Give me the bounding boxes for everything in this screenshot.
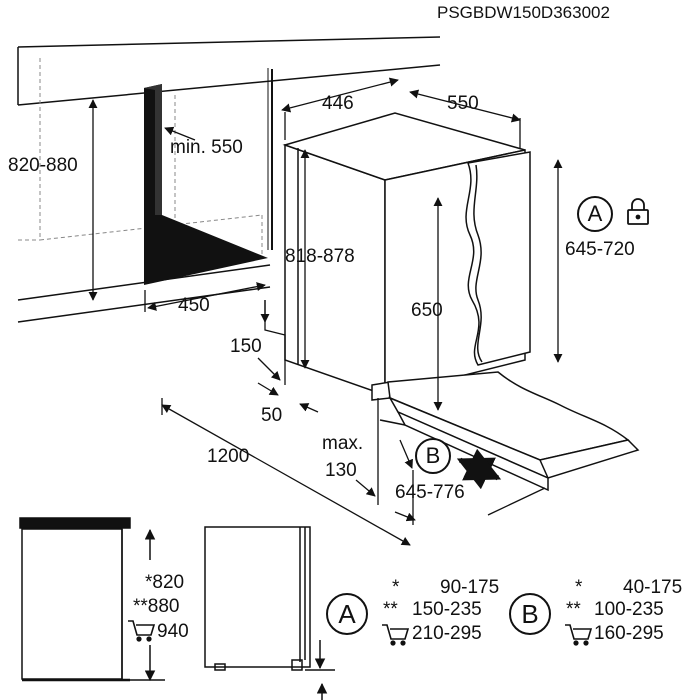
open-door [371, 371, 640, 492]
side-height-1: *820 [145, 572, 185, 593]
cabinet-outline [18, 58, 263, 255]
table-b-value-1: 40-175 [623, 577, 683, 598]
label-door-range: 645-720 [565, 239, 635, 260]
cart-icon [382, 624, 410, 646]
label-max: max. [322, 433, 364, 454]
table-b-value-2: 100-235 [594, 599, 664, 620]
door-panel [465, 151, 531, 366]
niche-shading [144, 84, 268, 285]
product-code: PSGBDW150D363002 [437, 3, 610, 22]
table-a-value-1: 90-175 [440, 577, 500, 598]
side-height-3: 940 [157, 621, 189, 642]
label-depth-550: 550 [447, 93, 479, 114]
side-height-2: **880 [133, 596, 180, 617]
double-arrow-icon [456, 448, 502, 490]
marker-a: A [577, 196, 613, 232]
label-range-645-776: 645-776 [395, 482, 465, 503]
table-b-mark-2: ** [566, 599, 581, 620]
label-appliance-height: 818-878 [285, 246, 355, 267]
side-view-appliance [204, 526, 335, 700]
table-a-mark-1: * [392, 577, 400, 598]
label-niche-height: 820-880 [8, 155, 78, 176]
table-b-mark-1: * [575, 577, 583, 598]
label-niche-depth: 450 [178, 295, 210, 316]
table-a-mark-2: ** [383, 599, 398, 620]
label-door-650: 650 [411, 300, 443, 321]
lock-icon [627, 198, 649, 225]
table-b-marker: B [509, 593, 551, 635]
label-plinth-150: 150 [230, 336, 262, 357]
marker-b: B [415, 438, 451, 474]
cart-icon [128, 620, 156, 642]
cart-icon [565, 624, 593, 646]
table-b-value-3: 160-295 [594, 623, 664, 644]
label-max-130: 130 [325, 460, 357, 481]
label-width-1200: 1200 [207, 446, 250, 467]
dimension-lines [88, 77, 563, 546]
label-width-446: 446 [322, 93, 354, 114]
countertop [17, 36, 441, 250]
label-plinth-50: 50 [261, 405, 283, 426]
table-a-value-2: 150-235 [412, 599, 482, 620]
table-a-marker: A [326, 593, 368, 635]
table-a-value-3: 210-295 [412, 623, 482, 644]
label-min-depth: min. 550 [170, 137, 243, 158]
side-view-left [19, 517, 165, 682]
